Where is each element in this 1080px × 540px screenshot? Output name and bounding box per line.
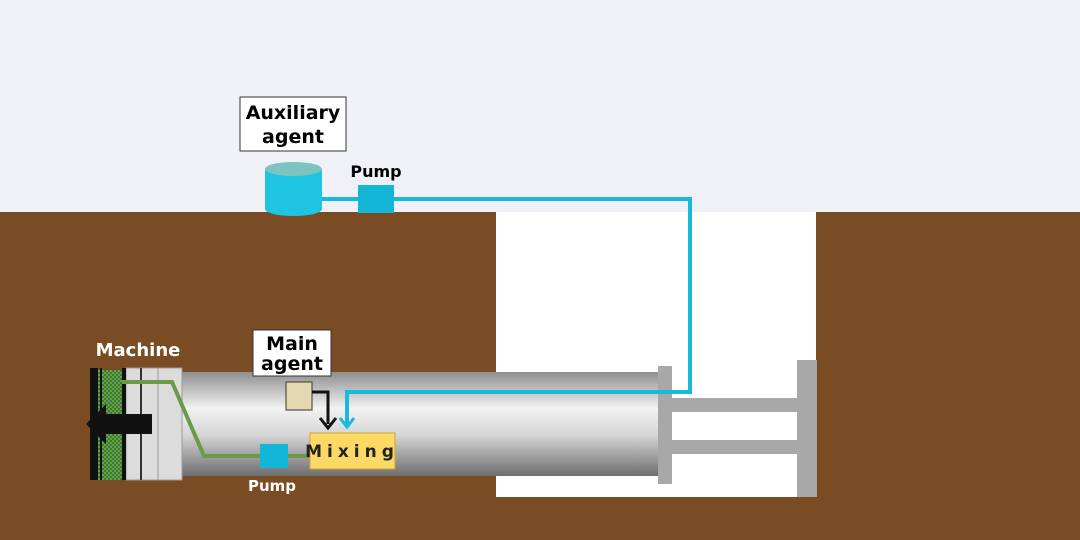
- mixing-box: [309, 432, 396, 470]
- tunnel-machine: [86, 367, 183, 481]
- auxiliary-agent-label-line1: Auxiliary: [246, 102, 341, 124]
- pump-bottom-label: Pump: [248, 477, 296, 495]
- pipe-body: [180, 372, 660, 476]
- pump-top-label: Pump: [350, 162, 401, 181]
- auxiliary-arrowhead-icon: [338, 417, 356, 430]
- sky-background: [0, 0, 1080, 212]
- machine-label: Machine: [96, 340, 181, 361]
- pump-bottom: [260, 444, 288, 468]
- main-agent-arrowhead-icon: [318, 417, 338, 431]
- mixing-label: Mixing: [305, 442, 399, 462]
- auxiliary-tank: [265, 162, 322, 216]
- main-agent-line: [312, 390, 330, 424]
- pump-top: [358, 185, 394, 213]
- auxiliary-agent-label-box: [239, 96, 347, 152]
- green-supply-line: [122, 380, 312, 458]
- auxiliary-supply-line: [322, 197, 692, 424]
- auxiliary-agent-label-line2: agent: [262, 126, 324, 148]
- main-agent-label-line2: agent: [261, 353, 323, 375]
- main-agent-container: [285, 381, 313, 411]
- main-agent-label-line1: Main: [266, 333, 318, 355]
- jacking-frame: [658, 360, 817, 497]
- main-agent-label-box: [252, 329, 332, 377]
- direction-arrow-icon: [86, 404, 152, 444]
